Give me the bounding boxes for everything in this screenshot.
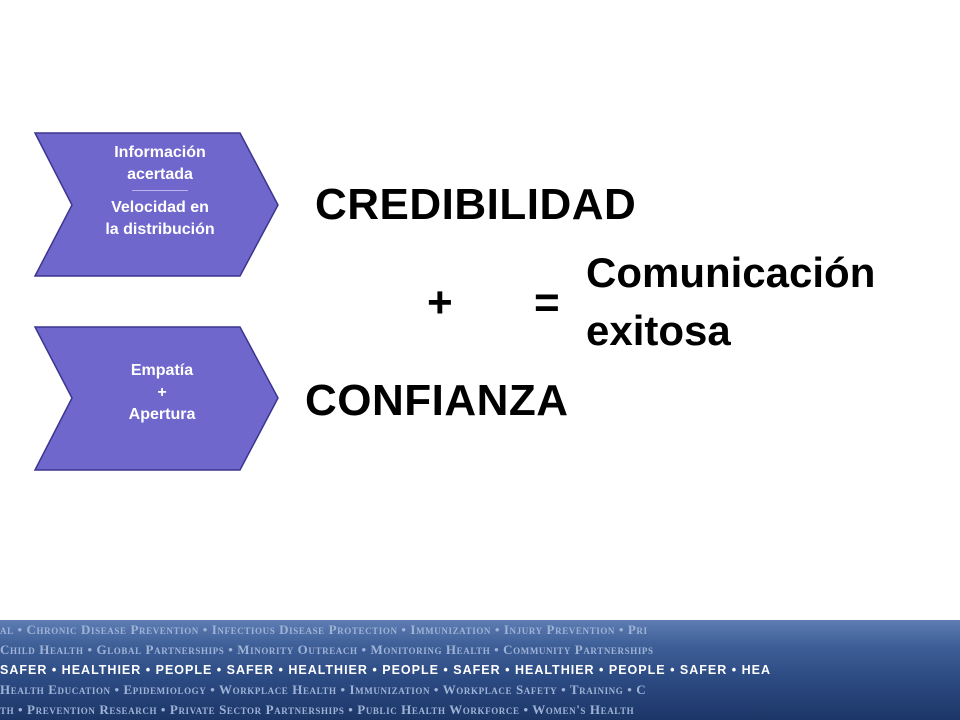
- chevron-divider: [132, 190, 188, 191]
- banner-row-text: Child Health • Global Partnerships • Min…: [0, 642, 654, 657]
- chevron-trust-text: Empatía + Apertura: [62, 360, 262, 426]
- chevron-line: Apertura: [128, 406, 196, 423]
- chevron-credibility: [33, 132, 279, 277]
- term-credibility: CREDIBILIDAD: [315, 180, 637, 229]
- result-text: Comunicación exitosa: [586, 244, 875, 360]
- plus-operator: +: [427, 278, 453, 327]
- result-line-1: Comunicación: [586, 249, 876, 296]
- banner-row-text: SAFER • HEALTHIER • PEOPLE • SAFER • HEA…: [0, 663, 771, 677]
- banner-row: Health Education • Epidemiology • Workpl…: [0, 680, 960, 700]
- result-line-2: exitosa: [586, 307, 731, 354]
- banner-row: SAFER • HEALTHIER • PEOPLE • SAFER • HEA…: [0, 660, 960, 680]
- chevron-credibility-text: Información acertada Velocidad en la dis…: [60, 142, 260, 241]
- banner-row: al • Chronic Disease Prevention • Infect…: [0, 620, 960, 640]
- chevron-trust: [33, 326, 279, 471]
- banner-row: th • Prevention Research • Private Secto…: [0, 700, 960, 720]
- banner-row-text: al • Chronic Disease Prevention • Infect…: [0, 622, 648, 637]
- term-trust: CONFIANZA: [305, 376, 569, 425]
- footer-banner: al • Chronic Disease Prevention • Infect…: [0, 620, 960, 720]
- banner-row-text: th • Prevention Research • Private Secto…: [0, 702, 635, 717]
- banner-row: Child Health • Global Partnerships • Min…: [0, 640, 960, 660]
- chevron-line: Información: [114, 144, 206, 161]
- chevron-line: +: [157, 384, 167, 401]
- chevron-line: acertada: [127, 166, 193, 183]
- chevron-line: la distribución: [105, 221, 215, 238]
- banner-row-text: Health Education • Epidemiology • Workpl…: [0, 682, 647, 697]
- chevron-line: Velocidad en: [111, 199, 209, 216]
- equals-operator: =: [534, 278, 560, 327]
- chevron-line: Empatía: [130, 362, 194, 379]
